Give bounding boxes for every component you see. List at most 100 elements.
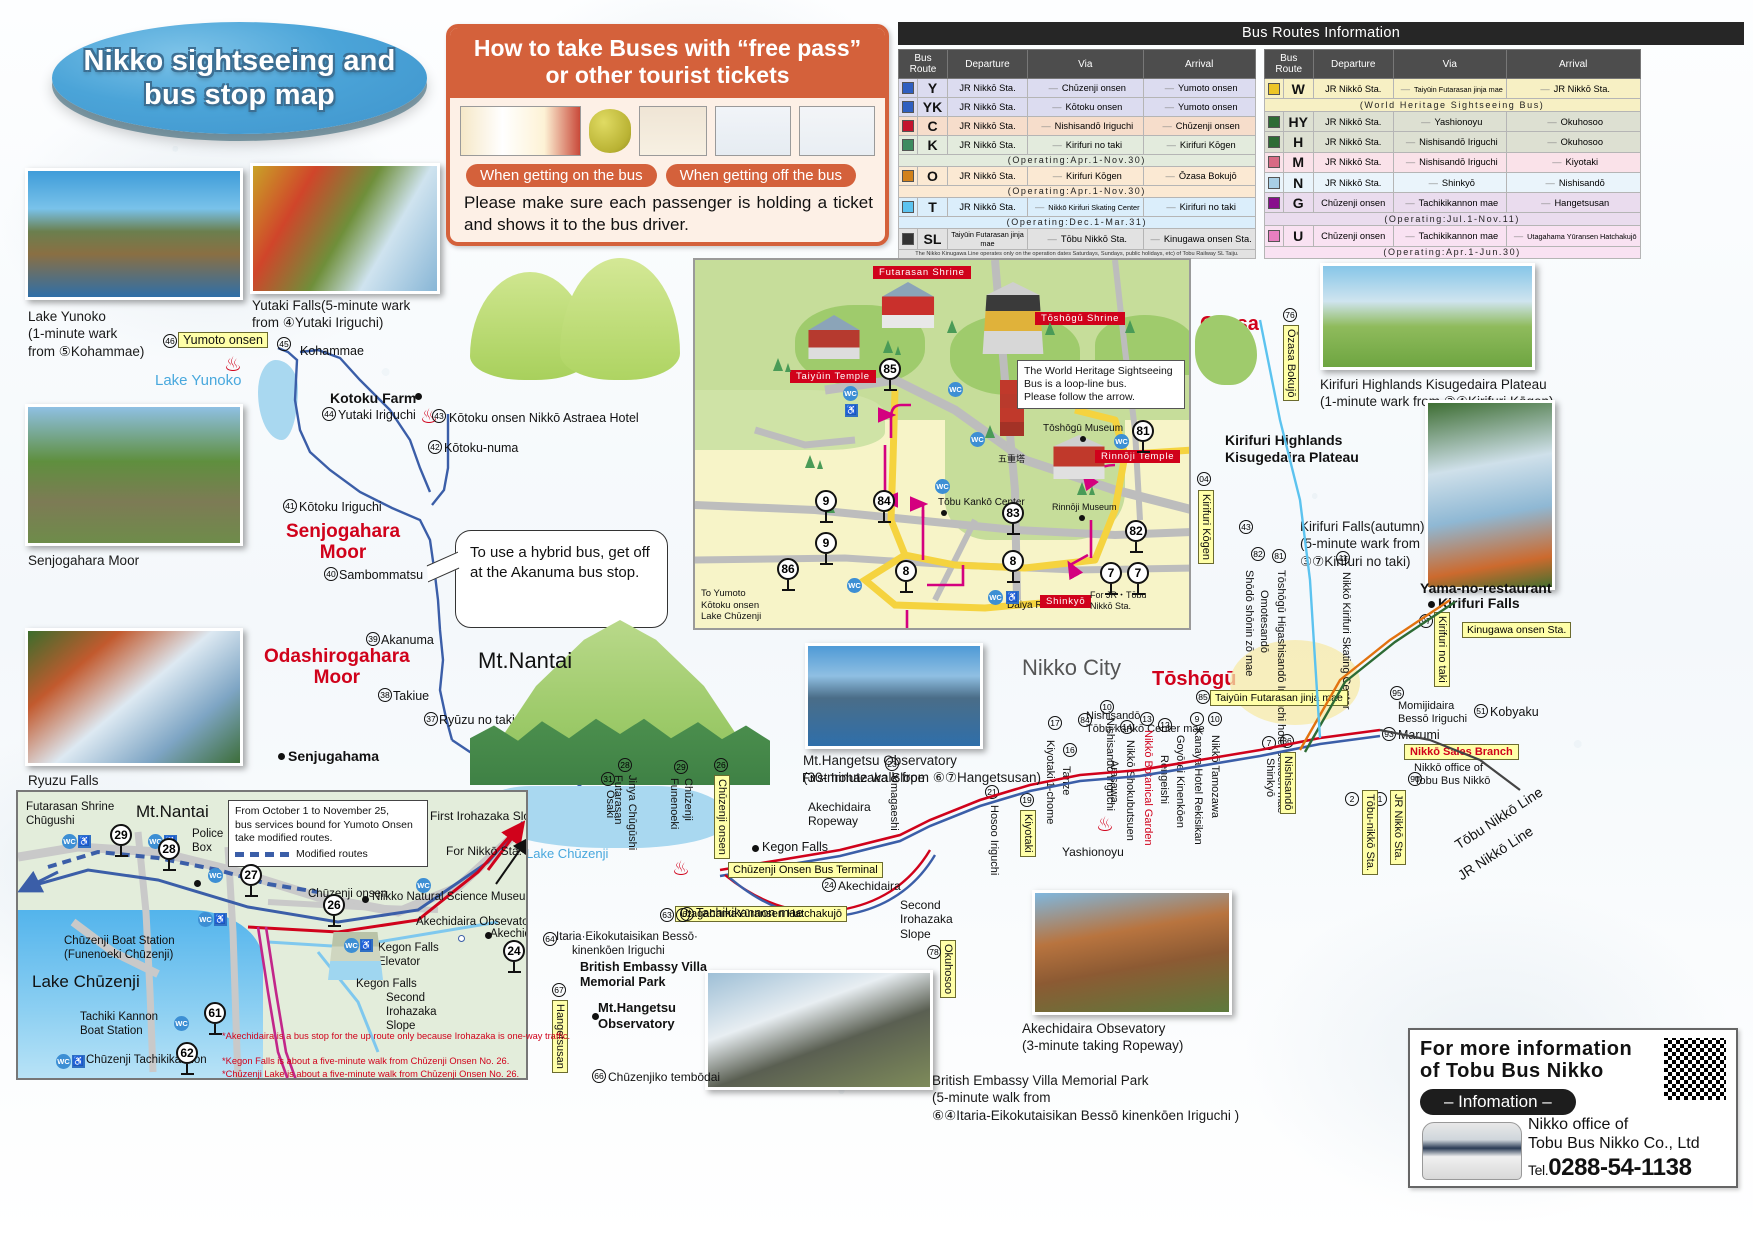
route-arrival: —Nishisandō xyxy=(1505,171,1641,194)
label-nishisando-iriguchi: Nishisandō Iriguchi xyxy=(1104,718,1116,811)
accessible-icon: ♿ xyxy=(360,939,373,952)
bus-stop-9-b[interactable]: 9 xyxy=(815,532,837,565)
page-title: Nikko sightseeing and bus stop map xyxy=(52,22,427,134)
stop-number-12: 12 xyxy=(1158,718,1172,732)
tree-icon xyxy=(1077,482,1087,495)
route-departure: JR Nikkō Sta. xyxy=(1312,111,1394,133)
route-arrival: —Okuhosoo xyxy=(1505,111,1641,133)
label-akechidaira-ropeway: Akechidaira Ropeway xyxy=(808,800,871,829)
bus-stop-26[interactable]: 26 xyxy=(323,894,345,927)
label-ryuzu-no-taki: Ryūzu no taki xyxy=(439,713,515,727)
stop-number-86b: 86 xyxy=(1280,734,1294,748)
bus-stop-62[interactable]: 62 xyxy=(176,1042,198,1075)
modified-routes-note: From October 1 to November 25, bus servi… xyxy=(228,800,428,867)
route-footnote: The Nikko Kinugawa Line operates only on… xyxy=(915,251,1239,257)
photo-yutaki-falls xyxy=(250,163,440,294)
wc-icon: WC xyxy=(847,578,862,593)
bus-stop-24[interactable]: 24 xyxy=(503,940,525,973)
tag-kiyotaki: Kiyotaki xyxy=(1020,810,1036,857)
dot-mt-hangetsu xyxy=(592,1013,599,1020)
dot-tobu-kanko-center xyxy=(941,510,947,516)
label-funenoeki: Funenoeki xyxy=(668,778,680,830)
photo-mt-hangetsu xyxy=(805,643,983,749)
bus-stop-61[interactable]: 61 xyxy=(204,1002,226,1035)
tag-futarasan-shrine: Futarasan Shrine xyxy=(873,266,971,279)
route-arrival: —JR Nikkō Sta. xyxy=(1505,77,1641,100)
onsen-icon-yumoto: ♨ xyxy=(224,354,242,376)
inset-chuzenji-roads xyxy=(18,820,526,1078)
bus-stop-83[interactable]: 83 xyxy=(1002,502,1024,535)
photo-british-embassy-villa xyxy=(705,970,933,1090)
bus-stop-28[interactable]: 28 xyxy=(158,838,180,871)
table-row-operating: (World Heritage Sightseeing Bus) xyxy=(1263,98,1641,113)
dot-senjugahama xyxy=(278,753,285,760)
bus-stop-29[interactable]: 29 xyxy=(110,824,132,857)
stop-number-19: 19 xyxy=(1020,793,1034,807)
hollow-dot-akechidaira xyxy=(458,935,465,942)
route-color-swatch xyxy=(1263,131,1284,153)
route-color-swatch xyxy=(898,166,918,186)
tag-jr-nikko-sta: JR Nikkō Sta. xyxy=(1390,790,1406,865)
wc-icon: WC xyxy=(62,834,77,849)
bus-stop-85[interactable]: 85 xyxy=(879,358,901,391)
table-row-operating: (Operating:Dec.1-Mar.31) xyxy=(898,216,1256,229)
label-akechidaira-obs-inset: Akechidaira Obsevatory xyxy=(416,916,528,928)
label-to-yumoto: To Yumoto Kōtoku onsen Lake Chūzenji xyxy=(701,588,762,623)
label-kegon-falls-inset: Kegon Falls xyxy=(356,978,417,990)
stop-number-40: 40 xyxy=(324,567,338,581)
route-color-swatch xyxy=(898,116,918,136)
stop-number-26-main: 26 xyxy=(714,758,728,772)
route-via: —Tōbu Nikkō Sta. xyxy=(1027,228,1144,250)
route-code: T xyxy=(917,197,948,217)
route-operating-period: (Operating:Jul.1-Nov.11) xyxy=(1384,213,1520,224)
bus-stop-8-a[interactable]: 8 xyxy=(1002,550,1024,583)
label-funenoeki-2: Chūzenji xyxy=(682,778,694,821)
bus-photo xyxy=(1422,1122,1522,1180)
bus-stop-81[interactable]: 81 xyxy=(1132,420,1154,453)
tree-icon xyxy=(1125,320,1135,333)
bus-stop-82[interactable]: 82 xyxy=(1125,520,1147,553)
dot-kegon-falls-main xyxy=(752,845,759,852)
label-toshogu-museum: Tōshōgū Museum xyxy=(1043,423,1124,434)
bus-stop-9-a[interactable]: 9 xyxy=(815,490,837,523)
page-title-line1: Nikko sightseeing and xyxy=(83,44,396,77)
ticket-free-pass xyxy=(460,106,582,157)
bus-routes-title: Bus Routes Information xyxy=(898,22,1744,45)
label-kirifuri-highlands: Kirifuri Highlands Kisugedaira Plateau xyxy=(1225,432,1359,465)
bus-stop-7-a[interactable]: 7 xyxy=(1100,562,1122,595)
th-via: Via xyxy=(1027,49,1144,79)
dot-toshogu-museum xyxy=(1080,436,1086,442)
footnote-1: *Akechidaira is a bus stop for the up ro… xyxy=(222,1031,571,1041)
label-takiue: Takiue xyxy=(393,689,430,703)
tag-taiyuin-temple: Taiyūin Temple xyxy=(790,370,876,383)
route-arrival: —Yumoto onsen xyxy=(1142,97,1256,117)
photo-ryuzu-falls xyxy=(25,628,243,766)
tree-icon xyxy=(805,455,815,468)
stop-number-82b: 82 xyxy=(1251,547,1265,561)
route-departure: JR Nikkō Sta. xyxy=(947,166,1028,186)
route-arrival: —Utagahama Yūransen Hatchakujō xyxy=(1505,225,1641,247)
route-operating-period: (Operating:Apr.1-Nov.30) xyxy=(1007,155,1146,165)
label-second-irohazaka-inset: Second Irohazaka Slope xyxy=(386,992,437,1032)
onsen-icon-yashionoyu: ♨ xyxy=(1096,814,1114,836)
label-goyotei-kinenkoen: Goyōtei Kinenkōen xyxy=(1174,735,1186,828)
label-second-irohazaka: Second Irohazaka Slope xyxy=(900,898,953,941)
route-departure: Chūzenji onsen xyxy=(1312,192,1394,214)
tag-chuzenji-bus-terminal: Chūzenji Onsen Bus Terminal xyxy=(728,862,883,878)
route-operating-period: (World Heritage Sightseeing Bus) xyxy=(1359,99,1545,110)
contact-heading: For more information of Tobu Bus Nikko xyxy=(1420,1038,1633,1083)
ticket-coin xyxy=(589,109,631,154)
bus-stop-84[interactable]: 84 xyxy=(873,490,895,523)
bus-stop-86[interactable]: 86 xyxy=(777,558,799,591)
tag-kinugawa-onsen-sta: Kinugawa onsen Sta. xyxy=(1462,622,1572,638)
bus-stop-7-b[interactable]: 7 xyxy=(1127,562,1149,595)
bus-stop-8-b[interactable]: 8 xyxy=(895,560,917,593)
tree-icon xyxy=(895,346,901,355)
label-marumi: Marumi xyxy=(1398,728,1440,742)
bus-stop-27[interactable]: 27 xyxy=(240,864,262,897)
accessible-icon: ♿ xyxy=(78,835,91,848)
